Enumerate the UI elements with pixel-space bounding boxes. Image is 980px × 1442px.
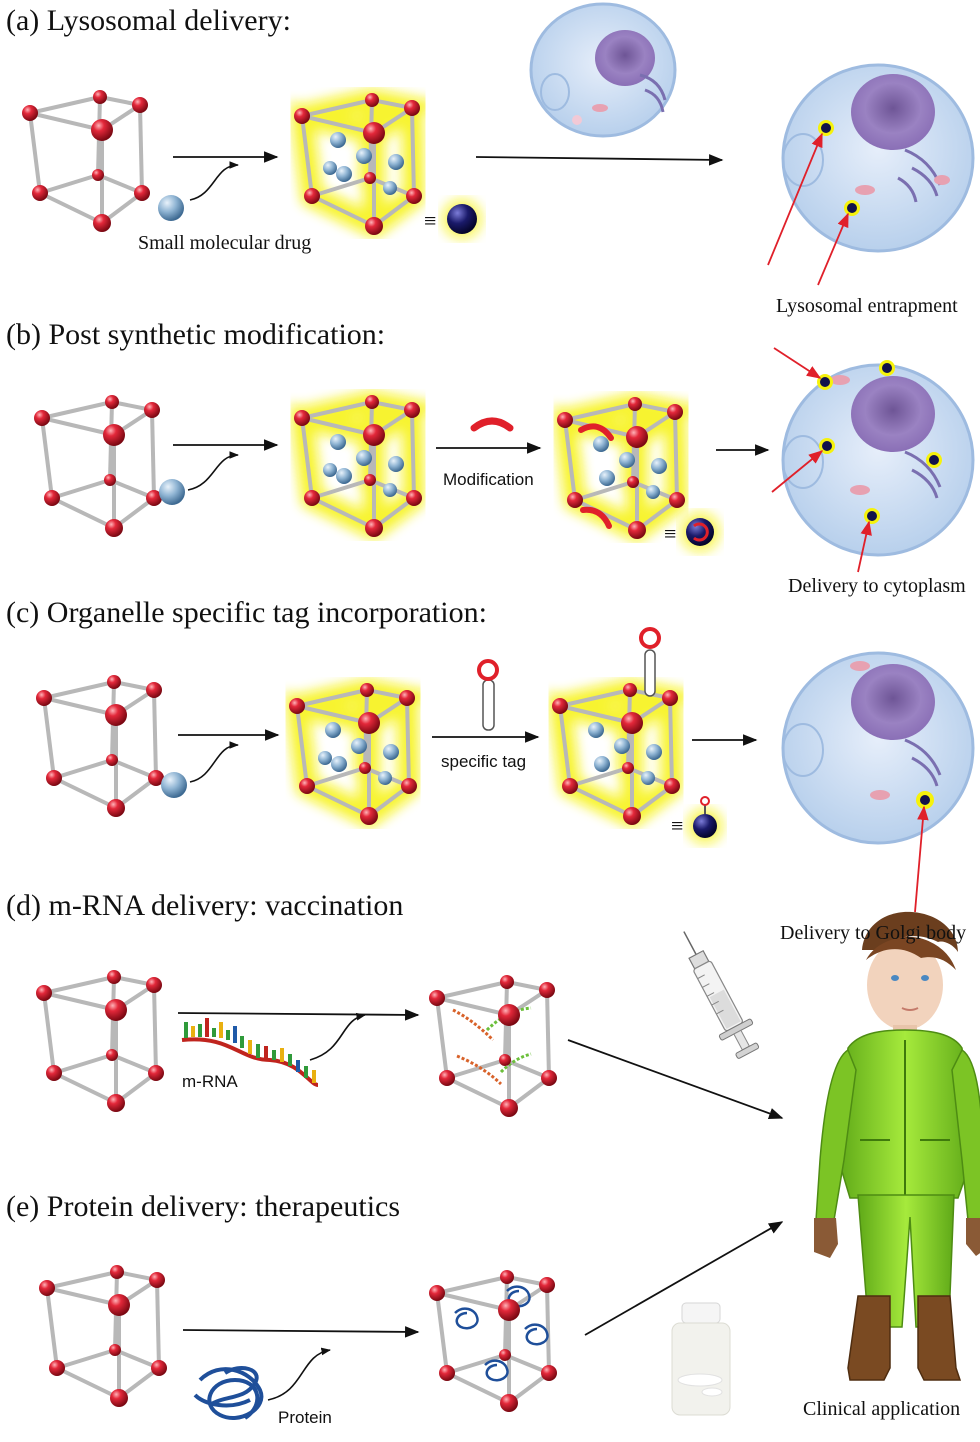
panel-c: [36, 627, 975, 913]
syringe-icon: [683, 931, 760, 1059]
loaded-cage-b: [289, 390, 441, 541]
protein-icon: [193, 1366, 264, 1420]
mrna-strand-icon: [181, 1018, 319, 1087]
drug-icon-c: [161, 772, 187, 798]
drug-icon-b: [159, 479, 185, 505]
empty-cage-d: [36, 970, 164, 1112]
panel-d-title: (d) m-RNA delivery: vaccination: [6, 889, 404, 922]
clinical-application-label: Clinical application: [803, 1398, 961, 1420]
panel-b: [34, 347, 975, 573]
person-figure: [814, 911, 980, 1381]
panel-a: [22, 2, 975, 286]
loaded-cage-c: [284, 678, 436, 829]
empty-cage-a: [22, 90, 150, 232]
tagged-particle-icon: [693, 814, 717, 838]
mrna-label: m-RNA: [182, 1072, 238, 1091]
curve-arrow-a: [189, 161, 239, 201]
tagged-cage-c: [547, 627, 699, 829]
equivalence-symbol-b: ≡: [664, 521, 677, 546]
equivalence-symbol-a: ≡: [424, 208, 437, 233]
delivery-to-golgi-label: Delivery to Golgi body: [780, 922, 967, 944]
cell-b: [781, 360, 975, 557]
specific-tag-label: specific tag: [441, 752, 527, 771]
empty-cage-b: [34, 395, 162, 537]
panel-b-title: (b) Post synthetic modification:: [6, 318, 386, 351]
panel-e: [39, 1221, 784, 1420]
arrow-a2: [475, 154, 724, 166]
tag-icon: [477, 659, 499, 731]
mrna-loaded-cage: [429, 975, 557, 1117]
delivery-to-cytoplasm-label: Delivery to cytoplasm: [788, 575, 966, 597]
lysosomal-entrapment-label: Lysosomal entrapment: [776, 295, 958, 317]
loaded-cage-a: [289, 88, 441, 239]
modifier-arc-icon: [470, 417, 514, 432]
loaded-particle-icon-a: [447, 204, 477, 234]
panel-a-title: (a) Lysosomal delivery:: [6, 4, 291, 37]
protein-loaded-cage: [429, 1270, 557, 1412]
cell-a: [781, 63, 975, 253]
modification-label: Modification: [443, 470, 534, 489]
pill-bottle-icon: [671, 1302, 731, 1416]
empty-cage-c: [36, 675, 164, 817]
panel-c-title: (c) Organelle specific tag incorporation…: [6, 596, 487, 629]
cell-c: [781, 651, 975, 845]
panel-e-title: (e) Protein delivery: therapeutics: [6, 1190, 401, 1223]
modified-cage-b: [552, 392, 704, 543]
modified-particle-icon: [686, 518, 714, 546]
equivalence-symbol-c: ≡: [671, 813, 684, 838]
small-cell-a: [529, 2, 677, 138]
small-drug-icon: [158, 195, 184, 221]
empty-cage-e: [39, 1265, 167, 1407]
small-molecular-drug-label: Small molecular drug: [138, 232, 312, 254]
protein-label: Protein: [278, 1408, 332, 1427]
panel-d: [36, 931, 784, 1119]
